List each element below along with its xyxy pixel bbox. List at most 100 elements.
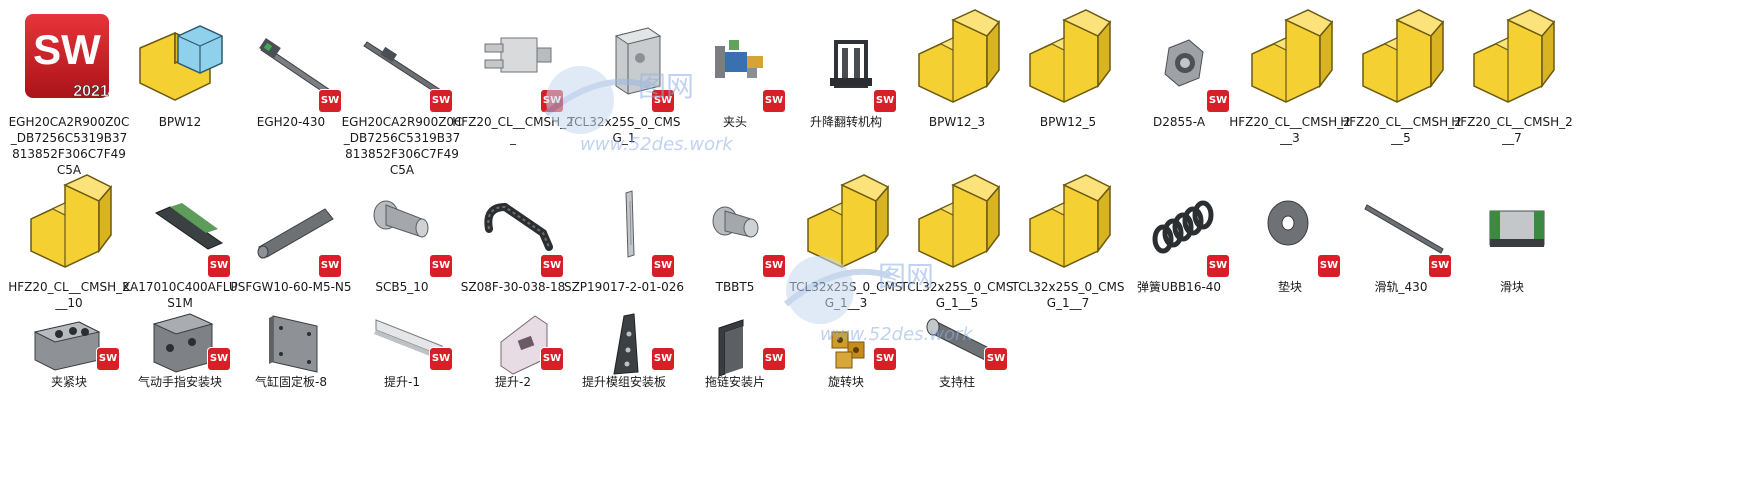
solidworks-badge-icon: SW: [1318, 255, 1340, 277]
plate-icon: [269, 315, 318, 373]
solidworks-badge-icon: SW: [208, 348, 230, 370]
actuator-icon: [154, 203, 224, 250]
file-item[interactable]: HFZ20_CL__CMSH_2__10: [8, 173, 130, 349]
screw-icon: [373, 200, 429, 238]
file-label: BPW12_3: [928, 115, 986, 129]
mount-plate-icon: [613, 313, 639, 375]
solidworks-badge-icon: SW: [430, 348, 452, 370]
slider-icon: [1489, 210, 1545, 247]
cable-chain-icon: [484, 202, 553, 251]
part-icon: [1029, 9, 1112, 103]
solidworks-badge-icon: SW: [874, 90, 896, 112]
file-item[interactable]: 滑块: [1451, 173, 1573, 349]
file-label: 垫块: [1277, 280, 1302, 294]
washer-icon: [1267, 200, 1309, 246]
file-label: HFZ20_CL__CMSH_2_: [452, 115, 574, 145]
solidworks-badge-icon: SW: [652, 348, 674, 370]
file-item[interactable]: SW 夹紧块: [8, 302, 130, 478]
app-logo-text: SW: [33, 26, 101, 73]
file-label: 提升模组安装板: [581, 375, 666, 389]
file-label: HFZ20_CL__CMSH_2__5: [1340, 115, 1462, 145]
spring-icon: [1152, 200, 1214, 254]
file-item[interactable]: SW 滑轨_430: [1340, 173, 1462, 349]
file-item[interactable]: SW 支持柱: [896, 302, 1018, 478]
solidworks-badge-icon: SW: [1207, 90, 1229, 112]
part-icon: [807, 174, 890, 268]
file-item[interactable]: SW 升降翻转机构: [785, 8, 907, 184]
lift-mechanism-icon: [830, 40, 872, 88]
part-icon: [1473, 9, 1556, 103]
solidworks-badge-icon: SW: [763, 90, 785, 112]
solidworks-badge-icon: SW: [652, 255, 674, 277]
file-label: 滑轨_430: [1374, 280, 1428, 294]
file-item[interactable]: SW 提升模组安装板: [563, 302, 685, 478]
file-item[interactable]: SW 提升-1: [341, 302, 463, 478]
file-item[interactable]: SW TBBT5: [674, 173, 796, 349]
file-item[interactable]: HFZ20_CL__CMSH_2__3: [1229, 8, 1351, 184]
assembly-icon: [139, 25, 223, 101]
file-label: 拖链安装片: [704, 375, 765, 389]
file-item[interactable]: SW 夹头: [674, 8, 796, 184]
file-label: PSFGW10-60-M5-N5: [230, 280, 352, 294]
bracket-icon: [625, 190, 635, 258]
solidworks-badge-icon: SW: [541, 348, 563, 370]
screw-icon: [712, 206, 759, 238]
file-label: TCL32x25S_0_CMSG_1__5: [900, 280, 1014, 310]
file-item[interactable]: TCL32x25S_0_CMSG_1__5: [896, 173, 1018, 349]
file-label: 提升-2: [495, 375, 531, 389]
file-label: KA17010C400AFLUS1M: [122, 280, 238, 310]
file-item[interactable]: SW 气动手指安装块: [119, 302, 241, 478]
l-bracket-icon: [718, 319, 744, 377]
file-label: EGH20-430: [256, 115, 326, 129]
solidworks-badge-icon: SW: [541, 90, 563, 112]
file-item[interactable]: SW 垫块: [1229, 173, 1351, 349]
file-label: BPW12: [158, 115, 202, 129]
file-label: EGH20CA2R900Z0C_DB7256C5319B37813852F306…: [341, 115, 463, 177]
file-item[interactable]: SW 提升-2: [452, 302, 574, 478]
file-label: HFZ20_CL__CMSH_2__7: [1451, 115, 1573, 145]
file-label: TBBT5: [715, 280, 755, 294]
file-item[interactable]: SW EGH20-430: [230, 8, 352, 184]
file-item[interactable]: SW SZP19017-2-01-026: [563, 173, 685, 349]
file-item[interactable]: SW 弹簧UBB16-40: [1118, 173, 1240, 349]
file-item[interactable]: SW KA17010C400AFLUS1M: [119, 173, 241, 349]
file-label: 升降翻转机构: [809, 115, 882, 129]
part-icon: [1362, 9, 1445, 103]
file-item[interactable]: BPW12_5: [1007, 8, 1129, 184]
rail-icon: [1364, 204, 1444, 254]
file-item[interactable]: SW 2021 EGH20CA2R900Z0C_DB7256C5319B3781…: [8, 8, 130, 184]
file-label: 滑块: [1499, 280, 1524, 294]
part-icon: [918, 174, 1001, 268]
solidworks-badge-icon: SW: [763, 255, 785, 277]
file-item[interactable]: SW EGH20CA2R900Z0C_DB7256C5319B37813852F…: [341, 8, 463, 184]
file-label: 提升-1: [384, 375, 420, 389]
cylinder-block-icon: [614, 27, 662, 95]
solidworks-badge-icon: SW: [763, 348, 785, 370]
file-item[interactable]: BPW12: [119, 8, 241, 184]
file-item[interactable]: TCL32x25S_0_CMSG_1__7: [1007, 173, 1129, 349]
file-label: D2855-A: [1152, 115, 1206, 129]
solidworks-2021-icon: SW 2021: [25, 14, 109, 100]
file-item[interactable]: HFZ20_CL__CMSH_2__7: [1451, 8, 1573, 184]
file-item[interactable]: SW PSFGW10-60-M5-N5: [230, 173, 352, 349]
file-item[interactable]: HFZ20_CL__CMSH_2__5: [1340, 8, 1462, 184]
file-item[interactable]: BPW12_3: [896, 8, 1018, 184]
file-item[interactable]: SW D2855-A: [1118, 8, 1240, 184]
file-label: HFZ20_CL__CMSH_2__10: [8, 280, 130, 310]
solidworks-badge-icon: SW: [1207, 255, 1229, 277]
linear-guide-icon: [259, 37, 334, 97]
clamp-block-icon: [33, 321, 101, 371]
file-item[interactable]: SW SCB5_10: [341, 173, 463, 349]
file-label: EGH20CA2R900Z0C_DB7256C5319B37813852F306…: [8, 115, 130, 177]
file-item[interactable]: SW HFZ20_CL__CMSH_2_: [452, 8, 574, 184]
file-item[interactable]: SW SZ08F-30-038-18: [452, 173, 574, 349]
part-icon: [918, 9, 1001, 103]
file-item[interactable]: SW TCL32x25S_0_CMSG_1: [563, 8, 685, 184]
file-item[interactable]: SW 拖链安装片: [674, 302, 796, 478]
file-label: 气缸固定板-8: [255, 375, 327, 389]
file-label: SZ08F-30-038-18: [460, 280, 566, 294]
file-label: BPW12_5: [1039, 115, 1097, 129]
file-item[interactable]: SW 旋转块: [785, 302, 907, 478]
solidworks-badge-icon: SW: [430, 90, 452, 112]
file-item[interactable]: 气缸固定板-8: [230, 302, 352, 478]
